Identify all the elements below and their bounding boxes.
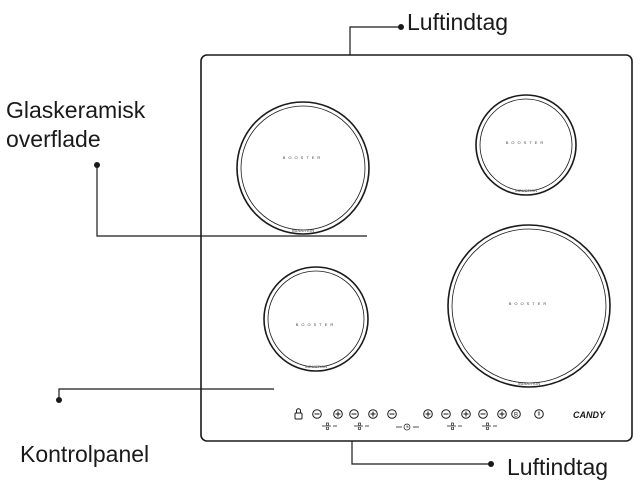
cooking-zone-top-right: BOOSTER INDUCTION [475,94,577,196]
leader-lines [58,26,491,465]
label-control-panel: Kontrolpanel [20,441,150,467]
zone-display-icon [447,422,462,430]
booster-label: BOOSTER [506,140,547,145]
hob-outline [200,54,633,442]
zone-display-icon [482,422,497,430]
zone-display-icon [354,422,369,430]
zone-display-icon [322,422,337,430]
label-glass-surface-line1: Glaskeramisk [6,97,146,123]
svg-text:B: B [514,413,518,419]
brand-logo: CANDY [573,410,606,420]
booster-label: BOOSTER [509,301,550,306]
plus-icon[interactable] [461,409,471,419]
cooking-zone-bottom-left: BOOSTER INDUCTION [263,266,369,372]
minus-icon[interactable] [349,409,359,419]
leader-glass-surface [96,165,367,237]
label-air-intake-bottom: Luftindtag [507,454,609,480]
plus-icon[interactable] [333,409,343,419]
induction-label: INDUCTION [292,228,314,233]
leader-control-panel [58,388,274,400]
power-icon[interactable] [534,409,544,419]
induction-label: INDUCTION [518,381,540,386]
timer-icon [396,423,419,431]
lock-icon[interactable] [294,408,303,420]
minus-icon[interactable] [387,409,397,419]
leader-air-intake-top [349,26,401,55]
minus-icon[interactable] [478,409,488,419]
cooking-zone-bottom-right: BOOSTER INDUCTION [447,224,611,388]
plus-icon[interactable] [368,409,378,419]
minus-icon[interactable] [441,409,451,419]
booster-label: BOOSTER [283,155,324,160]
minus-icon[interactable] [312,409,322,419]
leader-dots [56,24,494,467]
induction-label: INDUCTION [305,364,327,369]
label-air-intake-top: Luftindtag [407,9,509,35]
label-glass-surface-line2: overflade [6,126,101,152]
induction-label: INDUCTION [515,188,537,193]
leader-air-intake-bottom [351,441,491,465]
control-panel: B [294,408,544,431]
plus-icon[interactable] [497,409,507,419]
booster-button-icon[interactable]: B [511,409,521,419]
cooking-zone-top-left: BOOSTER INDUCTION [236,101,370,235]
booster-label: BOOSTER [296,322,337,327]
plus-icon[interactable] [423,409,433,419]
